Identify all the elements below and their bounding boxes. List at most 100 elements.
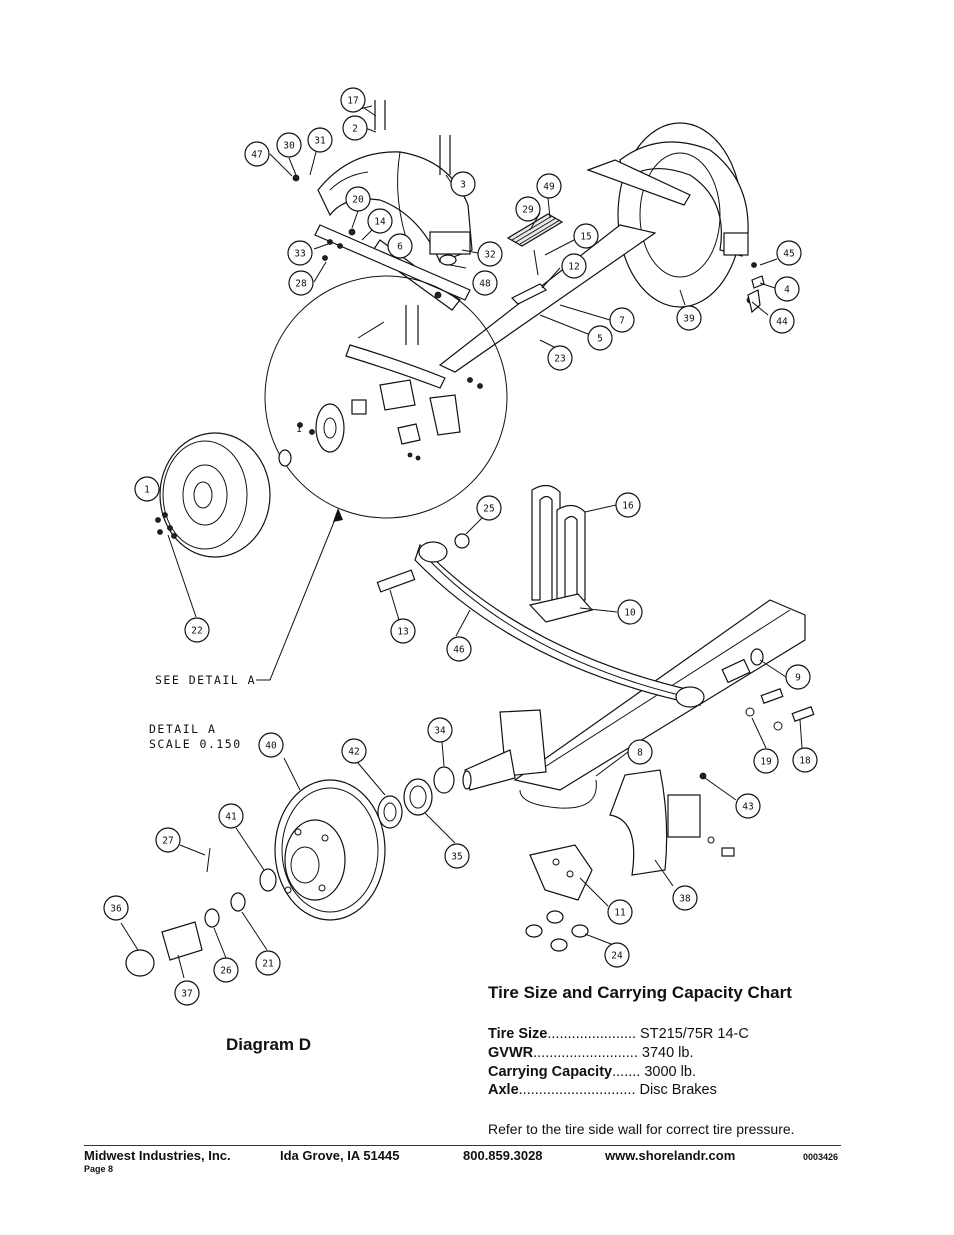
spec-row-tire-size: Tire Size...................... ST215/75…	[488, 1026, 778, 1042]
callout-9: 9	[785, 664, 811, 690]
svg-text:4: 4	[784, 285, 790, 296]
callout-19: 19	[753, 748, 779, 774]
callout-8: 8	[627, 739, 653, 765]
svg-text:16: 16	[622, 501, 634, 512]
callout-18: 18	[792, 747, 818, 773]
callout-11: 11	[607, 899, 633, 925]
wheel-drawing	[155, 432, 271, 558]
svg-text:47: 47	[251, 150, 262, 161]
svg-text:28: 28	[295, 279, 307, 290]
callout-27: 27	[155, 827, 181, 853]
svg-text:18: 18	[799, 756, 811, 767]
callout-13: 13	[390, 618, 416, 644]
trailer-assembly-drawing	[292, 100, 765, 373]
spec-dots: ..........................	[533, 1045, 638, 1061]
spec-value: 3740 lb.	[641, 1045, 694, 1061]
callout-41: 41	[218, 803, 244, 829]
footer-company: Midwest Industries, Inc.	[84, 1148, 231, 1163]
footer-website: www.shorelandr.com	[605, 1148, 736, 1163]
spec-dots: .............................	[518, 1082, 636, 1098]
detail-scale: SCALE 0.150	[149, 737, 242, 751]
callout-24: 24	[604, 942, 630, 968]
svg-text:43: 43	[742, 802, 753, 813]
svg-text:44: 44	[776, 317, 788, 328]
callout-32: 32	[477, 241, 503, 267]
callout-37: 37	[174, 980, 200, 1006]
spec-value: ST215/75R 14-C	[640, 1026, 749, 1042]
callout-2: 2	[342, 115, 368, 141]
callout-30: 30	[276, 132, 302, 158]
spec-label: Axle	[488, 1082, 519, 1098]
detail-title: DETAIL A	[149, 722, 216, 736]
svg-text:21: 21	[262, 959, 274, 970]
svg-text:22: 22	[191, 626, 202, 637]
spec-label: GVWR	[488, 1045, 534, 1061]
svg-text:35: 35	[451, 852, 462, 863]
svg-text:23: 23	[554, 354, 565, 365]
see-detail-label: SEE DETAIL A	[155, 673, 256, 687]
svg-text:34: 34	[434, 726, 446, 737]
svg-text:33: 33	[294, 249, 305, 260]
svg-text:45: 45	[783, 249, 794, 260]
svg-text:26: 26	[220, 966, 232, 977]
svg-text:31: 31	[314, 136, 326, 147]
callout-bubbles: 1 2 3 4 5 6 7 8 9 10 11 12 13 14 15 16 1…	[103, 87, 818, 1006]
callout-3: 3	[450, 171, 476, 197]
spec-value: Disc Brakes	[639, 1082, 717, 1098]
svg-text:37: 37	[181, 989, 192, 1000]
spec-row-carrying-capacity: Carrying Capacity....... 3000 lb.	[488, 1064, 778, 1080]
callout-38: 38	[672, 885, 698, 911]
callout-33: 33	[287, 240, 313, 266]
callout-25: 25	[476, 495, 502, 521]
svg-text:2: 2	[352, 124, 358, 135]
detail-circle: 1	[264, 275, 508, 519]
spec-row-axle: Axle............................. Disc B…	[488, 1082, 778, 1098]
detail-a-drawing	[125, 484, 815, 977]
callout-6: 6	[387, 233, 413, 259]
callout-26: 26	[213, 957, 239, 983]
callout-leaders	[120, 105, 803, 979]
callout-4: 4	[774, 276, 800, 302]
svg-text:15: 15	[580, 232, 591, 243]
diagram-label: Diagram D	[226, 1035, 312, 1054]
svg-text:38: 38	[679, 894, 691, 905]
footer-city: Ida Grove, IA 51445	[280, 1148, 400, 1163]
callout-20: 20	[345, 186, 371, 212]
svg-text:24: 24	[611, 951, 623, 962]
callout-29: 29	[515, 196, 541, 222]
svg-text:17: 17	[347, 96, 358, 107]
callout-40: 40	[258, 732, 284, 758]
callout-45: 45	[776, 240, 802, 266]
footer-divider	[84, 1145, 841, 1146]
svg-text:13: 13	[397, 627, 408, 638]
svg-text:40: 40	[265, 741, 277, 752]
callout-36: 36	[103, 895, 129, 921]
callout-31: 31	[307, 127, 333, 153]
svg-text:1: 1	[144, 485, 150, 496]
svg-text:3: 3	[460, 180, 466, 191]
spec-dots: ......................	[547, 1026, 637, 1042]
svg-text:29: 29	[522, 205, 534, 216]
svg-text:42: 42	[348, 747, 359, 758]
callout-35: 35	[444, 843, 470, 869]
svg-text:39: 39	[683, 314, 695, 325]
callout-17: 17	[340, 87, 366, 113]
callout-14: 14	[367, 208, 393, 234]
callout-44: 44	[769, 308, 795, 334]
callout-16: 16	[615, 492, 641, 518]
svg-text:5: 5	[597, 334, 603, 345]
svg-text:49: 49	[543, 182, 555, 193]
tire-pressure-note: Refer to the tire side wall for correct …	[488, 1121, 795, 1137]
spec-row-gvwr: GVWR.......................... 3740 lb.	[488, 1045, 778, 1061]
svg-text:36: 36	[110, 904, 122, 915]
callout-5: 5	[587, 325, 613, 351]
callout-43: 43	[735, 793, 761, 819]
svg-text:27: 27	[162, 836, 173, 847]
callout-46: 46	[446, 636, 472, 662]
chart-title: Tire Size and Carrying Capacity Chart	[488, 983, 792, 1002]
svg-text:8: 8	[637, 748, 643, 759]
svg-text:6: 6	[397, 242, 403, 253]
svg-text:30: 30	[283, 141, 295, 152]
callout-7: 7	[609, 307, 635, 333]
callout-22: 22	[184, 617, 210, 643]
